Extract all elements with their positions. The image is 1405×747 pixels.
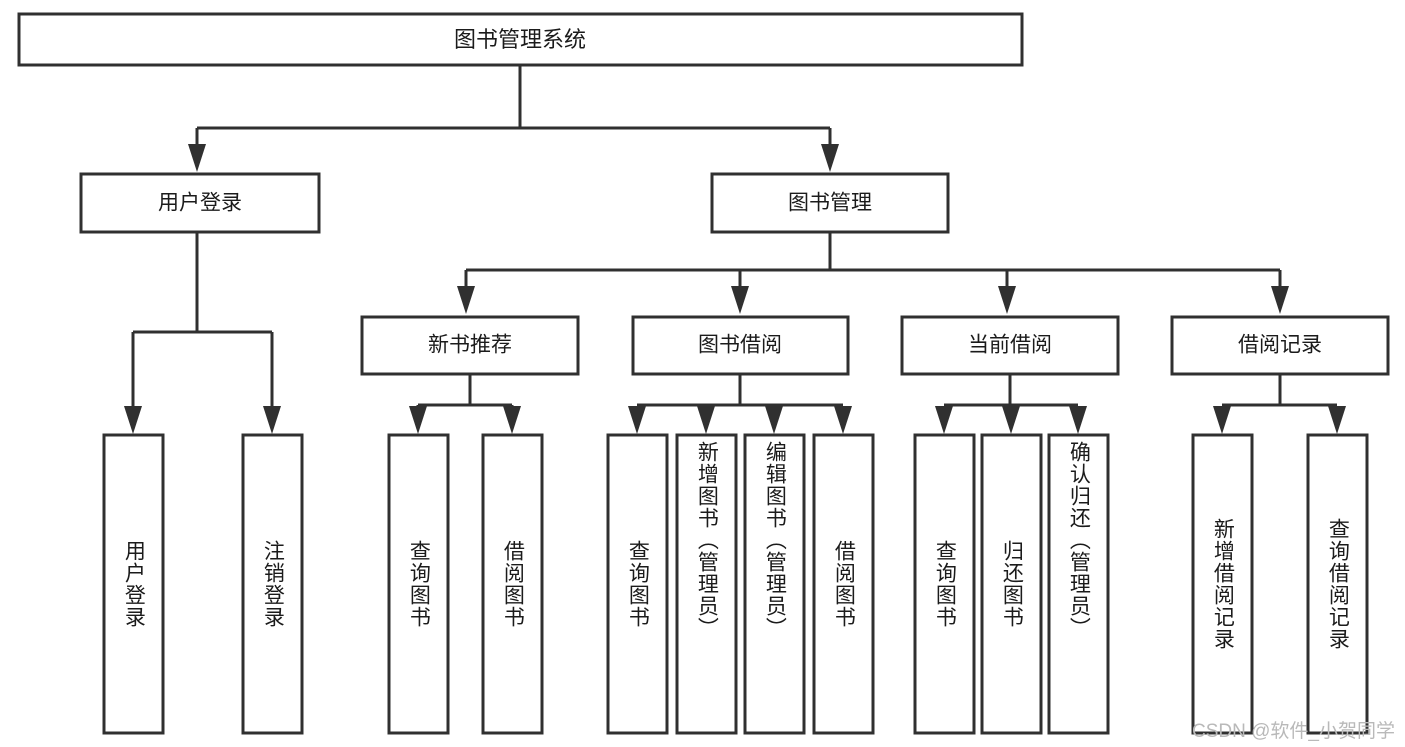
node-root[interactable]: 图书管理系统 bbox=[17, 12, 1024, 67]
node-current-borrow-box[interactable] bbox=[900, 315, 1120, 376]
leaf-box-user-login-2[interactable] bbox=[241, 433, 304, 735]
leaf-box-new-book-1[interactable] bbox=[387, 433, 450, 735]
node-current-borrow-label: 当前借阅 bbox=[968, 334, 1052, 357]
connector-book-manage-to-level3 bbox=[457, 232, 1289, 314]
arrow-br-leaf-2 bbox=[1328, 406, 1346, 434]
node-root-label: 图书管理系统 bbox=[454, 27, 586, 52]
node-book-manage[interactable]: 图书管理 bbox=[710, 172, 950, 234]
leaf-box-current-borrow-1[interactable] bbox=[913, 433, 976, 735]
arrow-br-leaf-1 bbox=[1213, 406, 1231, 434]
connector-book-borrow-to-leaves bbox=[628, 375, 852, 434]
leaf-box-new-book-2[interactable] bbox=[481, 433, 544, 735]
node-user-login[interactable]: 用户登录 bbox=[79, 172, 321, 234]
arrow-current-borrow bbox=[998, 286, 1016, 314]
node-user-login-label: 用户登录 bbox=[158, 192, 242, 215]
node-user-login-box[interactable] bbox=[79, 172, 321, 234]
arrow-borrow-record bbox=[1271, 286, 1289, 314]
arrow-cb-leaf-1 bbox=[935, 406, 953, 434]
node-borrow-record-box[interactable] bbox=[1170, 315, 1390, 376]
node-book-borrow[interactable]: 图书借阅 bbox=[631, 315, 850, 376]
node-new-book-recommend[interactable]: 新书推荐 bbox=[360, 315, 580, 376]
node-book-manage-box[interactable] bbox=[710, 172, 950, 234]
arrow-cb-leaf-3 bbox=[1069, 406, 1087, 434]
arrow-bb-leaf-4 bbox=[834, 406, 852, 434]
leaf-box-book-borrow-3[interactable] bbox=[743, 433, 806, 735]
arrow-book-manage bbox=[821, 144, 839, 172]
connector-user-login-to-leaves bbox=[124, 232, 281, 434]
arrow-bb-leaf-3 bbox=[765, 406, 783, 434]
node-current-borrow[interactable]: 当前借阅 bbox=[900, 315, 1120, 376]
csdn-watermark: CSDN @软件_小贺同学 bbox=[1192, 721, 1395, 742]
arrow-ul-leaf-1 bbox=[124, 406, 142, 434]
arrow-nb-leaf-1 bbox=[409, 406, 427, 434]
connector-current-borrow-to-leaves bbox=[935, 375, 1087, 434]
leaf-box-book-borrow-1[interactable] bbox=[606, 433, 669, 735]
node-book-manage-label: 图书管理 bbox=[788, 192, 872, 215]
node-book-borrow-box[interactable] bbox=[631, 315, 850, 376]
node-root-box[interactable] bbox=[17, 12, 1024, 67]
arrow-ul-leaf-2 bbox=[263, 406, 281, 434]
arrow-book-borrow bbox=[731, 286, 749, 314]
arrow-nb-leaf-2 bbox=[503, 406, 521, 434]
node-book-borrow-label: 图书借阅 bbox=[698, 334, 782, 357]
connector-root-to-level2 bbox=[188, 65, 839, 172]
node-new-book-recommend-label: 新书推荐 bbox=[428, 334, 512, 357]
leaf-box-borrow-record-1[interactable] bbox=[1191, 433, 1254, 735]
leaf-box-book-borrow-2[interactable] bbox=[675, 433, 738, 735]
connector-new-book-to-leaves bbox=[409, 375, 521, 434]
node-borrow-record-label: 借阅记录 bbox=[1238, 334, 1322, 357]
arrow-bb-leaf-1 bbox=[628, 406, 646, 434]
node-new-book-recommend-box[interactable] bbox=[360, 315, 580, 376]
leaf-box-user-login-1[interactable] bbox=[102, 433, 165, 735]
arrow-cb-leaf-2 bbox=[1002, 406, 1020, 434]
leaf-box-current-borrow-2[interactable] bbox=[980, 433, 1043, 735]
node-borrow-record[interactable]: 借阅记录 bbox=[1170, 315, 1390, 376]
connector-borrow-record-to-leaves bbox=[1213, 375, 1346, 434]
leaf-box-book-borrow-4[interactable] bbox=[812, 433, 875, 735]
arrow-new-book bbox=[457, 286, 475, 314]
leaf-box-borrow-record-2[interactable] bbox=[1306, 433, 1369, 735]
leaf-box-current-borrow-3[interactable] bbox=[1047, 433, 1110, 735]
arrow-bb-leaf-2 bbox=[697, 406, 715, 434]
arrow-user-login bbox=[188, 144, 206, 172]
